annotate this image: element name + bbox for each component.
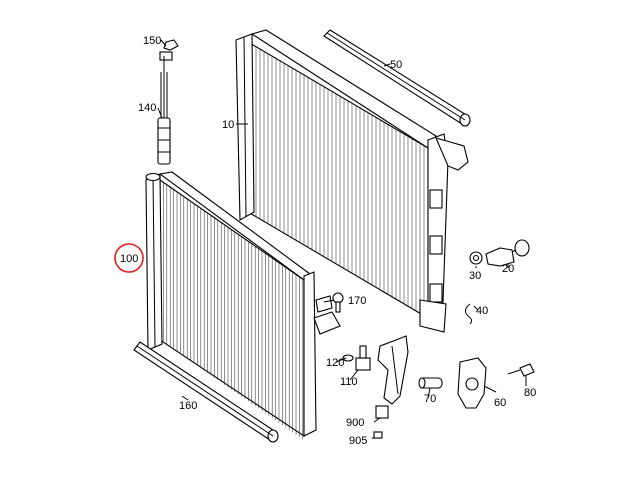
mount-part-20 xyxy=(485,239,530,267)
callout-100: 100 xyxy=(120,253,138,265)
radiator-fins xyxy=(251,44,425,316)
callout-80: 80 xyxy=(524,387,536,399)
callout-905: 905 xyxy=(349,435,367,447)
dryer-cartridge-part-140 xyxy=(157,64,171,165)
bolt-part-170 xyxy=(332,292,344,313)
callout-110: 110 xyxy=(340,376,358,388)
callout-labels: 10 20 30 40 50 60 70 80 100 110 120 140 … xyxy=(120,35,536,447)
bracket-assembly xyxy=(377,335,409,405)
connector-part-905 xyxy=(373,431,383,439)
oring-part-120 xyxy=(342,354,354,362)
seal-strip-part-50 xyxy=(323,29,471,127)
radiator-part-10 xyxy=(235,29,469,333)
condenser-fins xyxy=(163,182,304,440)
clip-part-40 xyxy=(464,303,473,325)
callout-30: 30 xyxy=(469,270,481,282)
callout-20: 20 xyxy=(502,263,514,275)
grommet-part-30 xyxy=(469,251,483,265)
callout-150: 150 xyxy=(143,35,161,47)
callout-60: 60 xyxy=(494,397,506,409)
switch-part-110 xyxy=(355,345,371,371)
condenser-part-100 xyxy=(145,171,341,440)
callout-50: 50 xyxy=(390,59,402,71)
pressure-switch-part-900 xyxy=(375,405,389,419)
bracket-part-60 xyxy=(457,357,487,409)
highlight-circle xyxy=(114,243,144,273)
callout-140: 140 xyxy=(138,102,156,114)
seal-strip-part-160 xyxy=(133,341,279,443)
callout-170: 170 xyxy=(348,295,366,307)
callout-40: 40 xyxy=(476,305,488,317)
callout-70: 70 xyxy=(424,393,436,405)
callout-120: 120 xyxy=(326,357,344,369)
pin-part-70 xyxy=(418,377,443,389)
callout-160: 160 xyxy=(179,400,197,412)
screw-part-80 xyxy=(507,363,535,377)
callout-10: 10 xyxy=(222,119,234,131)
dryer-cap-part-150 xyxy=(159,39,179,64)
callout-900: 900 xyxy=(346,417,364,429)
leader-lines xyxy=(157,39,527,439)
